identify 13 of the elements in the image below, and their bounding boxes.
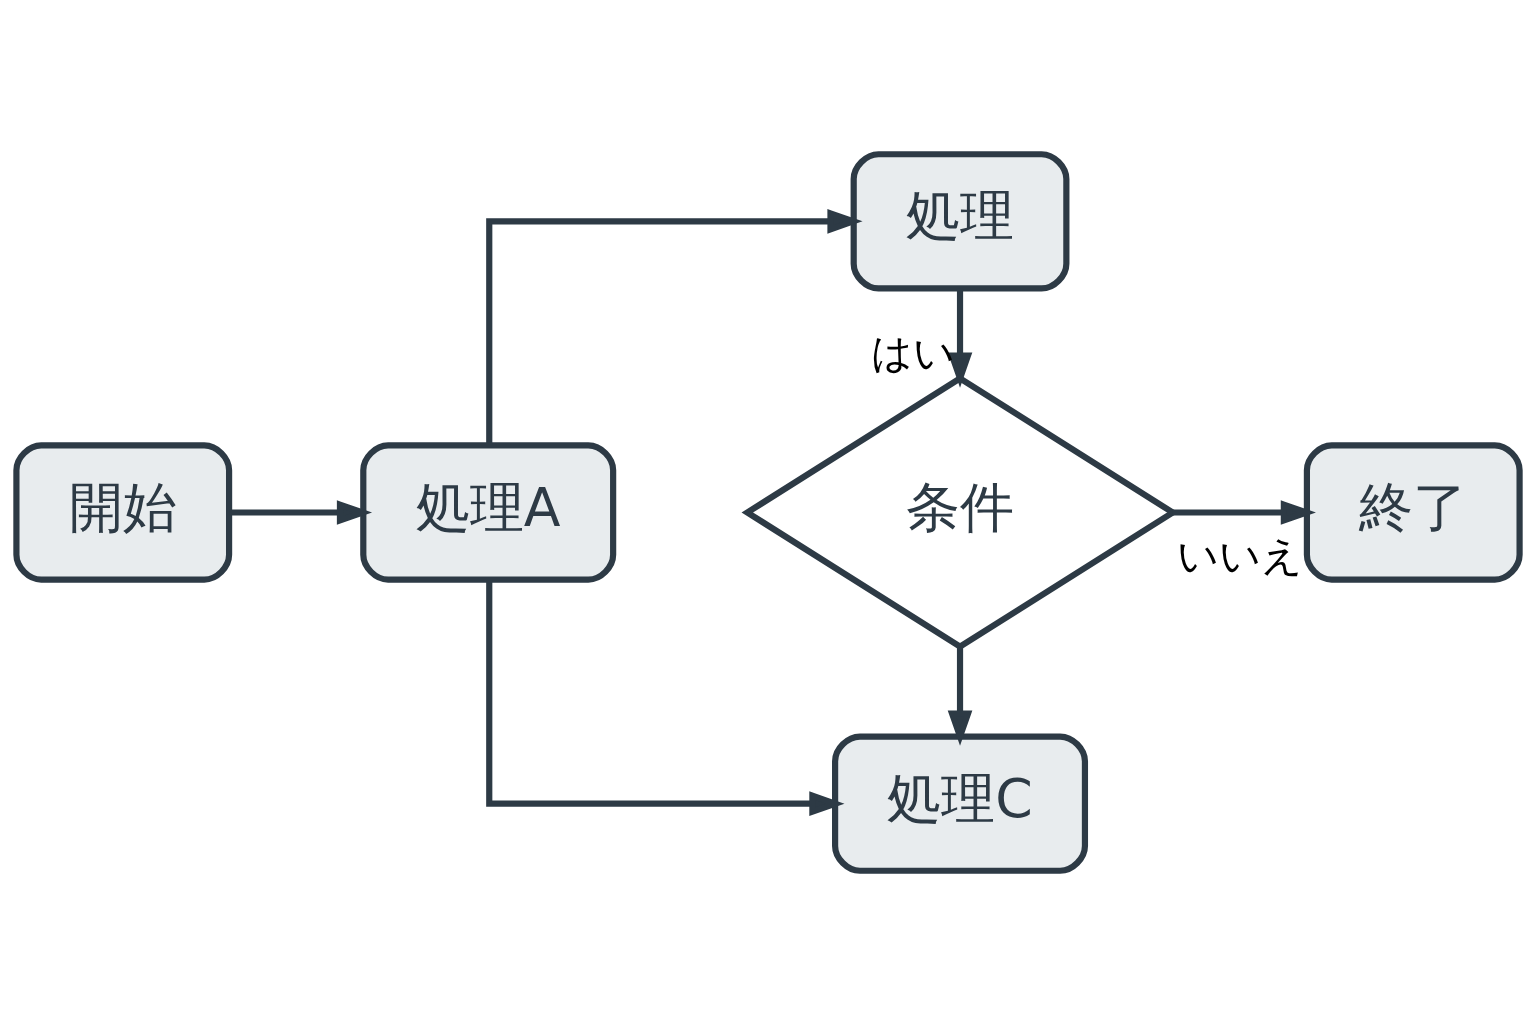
arrow [486,208,863,445]
arrow [229,499,373,525]
arrow [1172,499,1316,525]
node-box: 処理C [832,732,1089,874]
edge-label: いいえ [1177,531,1304,580]
node-box: 終了 [1303,441,1523,583]
edge-label: はい [870,328,955,377]
node-box: 処理 [850,150,1070,292]
arrow [947,646,973,746]
node-box: 開始 [13,441,233,583]
arrow [486,579,845,816]
node-box: 処理A [360,441,617,583]
arrow [947,288,973,388]
